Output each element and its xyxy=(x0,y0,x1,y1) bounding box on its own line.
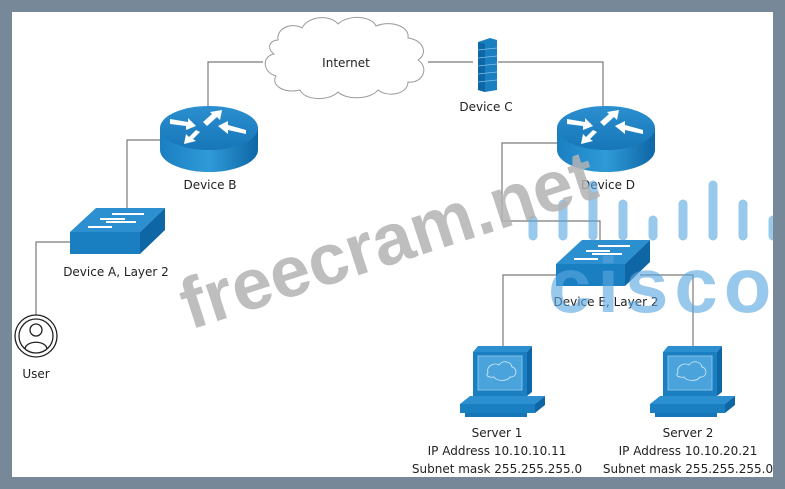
device-a-label: Device A, Layer 2 xyxy=(63,265,169,279)
server-2[interactable]: Server 2 IP Address 10.10.20.21 Subnet m… xyxy=(603,346,773,476)
device-c-label: Device C xyxy=(459,100,512,114)
switch-icon xyxy=(70,208,165,254)
server-2-mask: Subnet mask 255.255.255.0 xyxy=(603,462,773,476)
server-1[interactable]: Server 1 IP Address 10.10.10.11 Subnet m… xyxy=(412,346,582,476)
server-icon xyxy=(650,346,735,417)
link-a-user xyxy=(35,241,80,315)
link-d-e xyxy=(501,142,601,240)
internet-label: Internet xyxy=(322,56,370,70)
switch-icon xyxy=(556,240,650,286)
router-icon xyxy=(160,106,258,172)
link-b-a xyxy=(126,139,165,212)
cloud-icon xyxy=(264,17,425,99)
firewall-icon xyxy=(477,38,498,92)
device-e-label: Device E, Layer 2 xyxy=(554,295,659,309)
router-icon xyxy=(557,106,655,172)
user-label: User xyxy=(22,367,49,381)
device-c-firewall[interactable]: Device C xyxy=(459,38,513,114)
device-b-router[interactable]: Device B xyxy=(160,106,258,192)
link-c-d xyxy=(498,61,604,112)
device-e-switch[interactable]: Device E, Layer 2 xyxy=(554,240,659,309)
device-a-switch[interactable]: Device A, Layer 2 xyxy=(63,208,169,279)
device-b-label: Device B xyxy=(183,178,236,192)
server-2-label: Server 2 xyxy=(663,426,714,440)
diagram-svg: Internet Device C Device B xyxy=(14,17,773,476)
cisco-bars-icon xyxy=(528,180,773,241)
server-1-mask: Subnet mask 255.255.255.0 xyxy=(412,462,582,476)
user-icon xyxy=(14,314,58,358)
network-diagram: Internet Device C Device B xyxy=(12,12,773,477)
links xyxy=(35,61,694,346)
link-e-s2 xyxy=(640,274,694,346)
server-2-ip: IP Address 10.10.20.21 xyxy=(619,444,758,458)
user-node[interactable]: User xyxy=(14,314,58,381)
link-b-internet xyxy=(207,61,263,114)
link-e-s1 xyxy=(502,274,566,346)
server-icon xyxy=(460,346,545,417)
device-d-router[interactable]: Device D xyxy=(557,106,655,192)
server-1-ip: IP Address 10.10.10.11 xyxy=(428,444,567,458)
server-1-label: Server 1 xyxy=(472,426,523,440)
cisco-watermark-text: cisco xyxy=(548,241,773,329)
cisco-watermark: cisco xyxy=(528,180,773,329)
internet-cloud[interactable]: Internet xyxy=(264,17,425,99)
